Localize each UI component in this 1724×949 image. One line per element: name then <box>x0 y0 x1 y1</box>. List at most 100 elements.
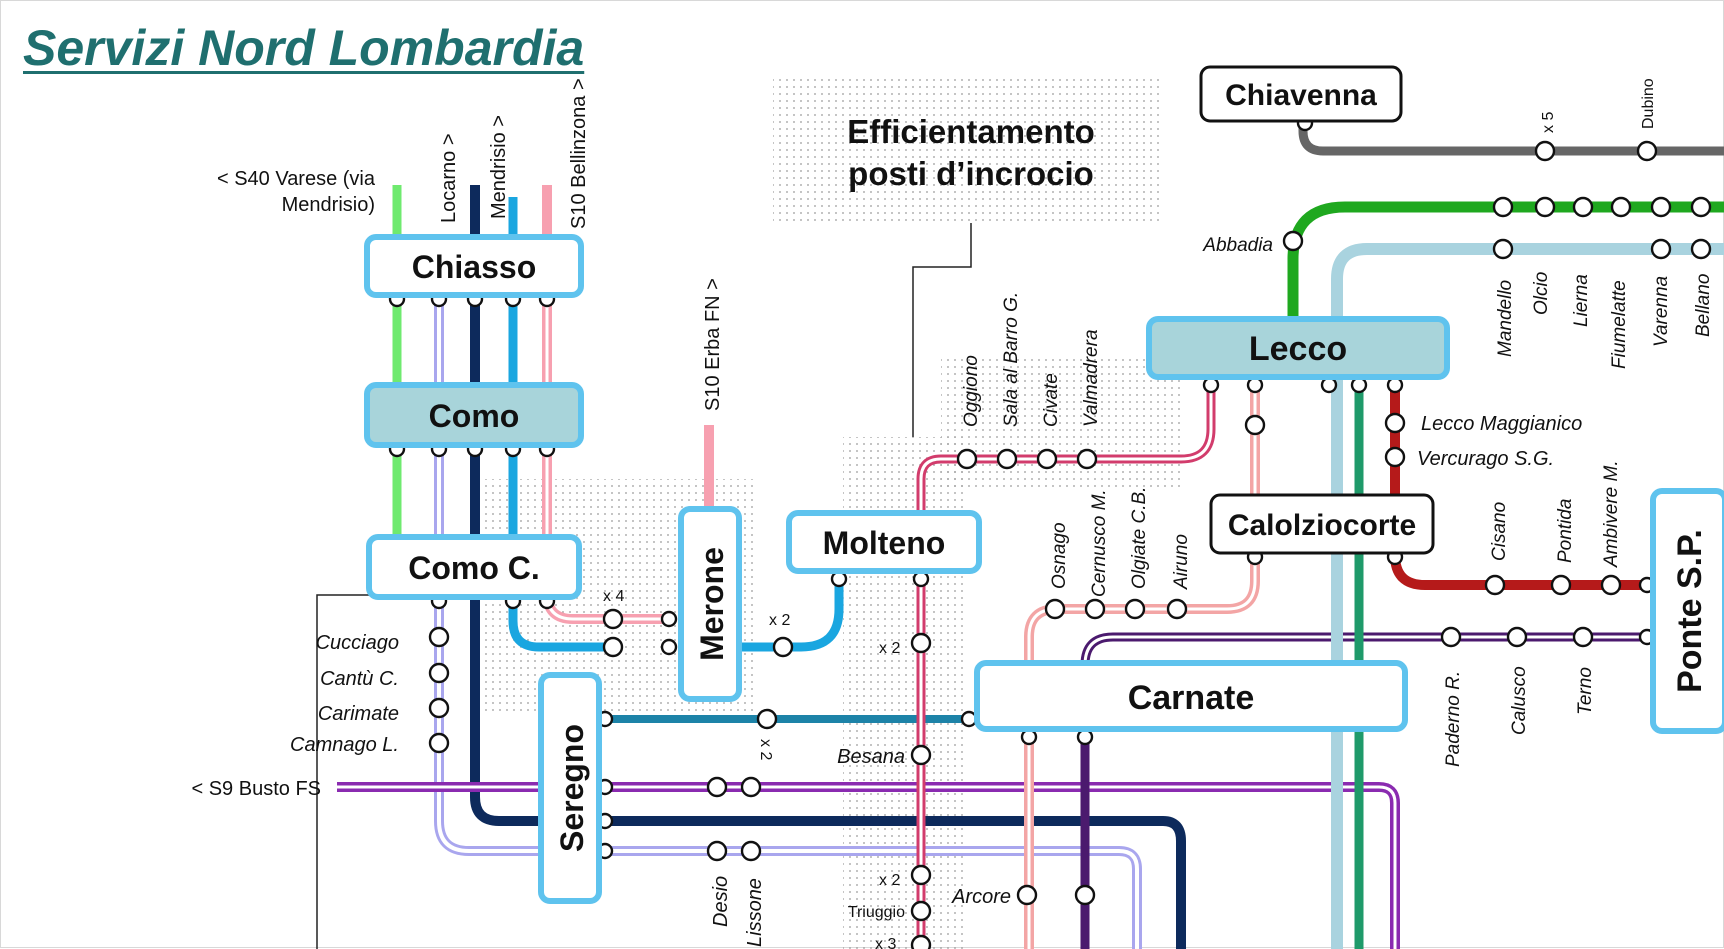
stop-abbadia <box>1282 230 1304 252</box>
label-x2-seregno: x 2 <box>757 739 774 760</box>
label-x2-merone: x 2 <box>769 612 790 629</box>
label-mandello: Mandello <box>1495 280 1516 357</box>
stop <box>772 636 794 658</box>
stop <box>1202 376 1220 394</box>
stop-mandello <box>1492 238 1514 260</box>
line-lecco-green <box>1287 201 1724 341</box>
stop-oggiono <box>956 448 978 470</box>
label-x5: x 5 <box>1540 112 1557 133</box>
label-sala: Sala al Barro G. <box>1001 292 1022 427</box>
hub-ponte-sp-label: Ponte S.P. <box>1671 529 1709 693</box>
label-s9-busto: < S9 Busto FS <box>191 778 321 800</box>
hub-chiasso-label: Chiasso <box>412 249 536 285</box>
stop-lecco-maggianico <box>1384 412 1406 434</box>
stop <box>1074 884 1096 906</box>
stop-airuno <box>1166 598 1188 620</box>
label-terno: Terno <box>1575 667 1596 715</box>
label-varenna: Varenna <box>1651 276 1672 347</box>
stop-dubino <box>1636 140 1658 162</box>
stop-cisano <box>1484 574 1506 596</box>
label-cantu: Cantù C. <box>320 668 399 690</box>
label-mendrisio: Mendrisio > <box>488 115 510 219</box>
stop-varenna <box>1650 238 1672 260</box>
label-s40-varese-1: < S40 Varese (via <box>217 168 376 190</box>
stop <box>740 776 762 798</box>
stop <box>1076 728 1094 746</box>
stop <box>1020 728 1038 746</box>
stop <box>602 636 624 658</box>
crossing-area-note <box>773 77 1159 223</box>
hub-carnate: Carnate <box>974 660 1408 732</box>
label-abbadia: Abbadia <box>1202 235 1273 256</box>
label-oggiono: Oggiono <box>961 355 982 427</box>
hub-molteno-label: Molteno <box>823 525 946 561</box>
label-locarno: Locarno > <box>438 133 460 223</box>
label-s10-erba: S10 Erba FN > <box>702 278 724 411</box>
hub-calolziocorte-label: Calolziocorte <box>1228 509 1416 542</box>
hub-chiavenna: Chiavenna <box>1199 65 1403 123</box>
label-x4: x 4 <box>603 588 624 605</box>
hub-merone-label: Merone <box>694 547 730 661</box>
label-dubino: Dubino <box>1640 78 1657 129</box>
stop <box>1244 414 1266 436</box>
line-sky <box>508 197 613 652</box>
stop <box>1386 376 1404 394</box>
station-labels: Cucciago Cantù C. Carimate Camnago L. Be… <box>290 78 1714 947</box>
stop-olgiate <box>1124 598 1146 620</box>
label-ambivere: Ambivere M. <box>1601 460 1622 568</box>
stop <box>1572 196 1594 218</box>
hub-lecco-label: Lecco <box>1249 330 1347 368</box>
stop <box>910 632 932 654</box>
stop <box>1350 376 1368 394</box>
stop-desio <box>706 840 728 862</box>
label-vercurago: Vercurago S.G. <box>1417 448 1554 470</box>
label-cisano: Cisano <box>1489 502 1510 561</box>
hub-como-c: Como C. <box>366 534 582 600</box>
label-x3: x 3 <box>875 936 896 949</box>
label-civate: Civate <box>1041 373 1062 427</box>
label-x2-triuggio: x 2 <box>879 872 900 889</box>
hub-calolziocorte: Calolziocorte <box>1209 493 1435 555</box>
stop <box>1534 196 1556 218</box>
stop-osnago <box>1044 598 1066 620</box>
stop-pontida <box>1550 574 1572 596</box>
stop <box>602 608 624 630</box>
label-x2-molteno: x 2 <box>879 640 900 657</box>
stop-lissone <box>740 840 762 862</box>
stop <box>756 708 778 730</box>
lines <box>337 119 1724 949</box>
line-light-blue <box>1331 243 1724 949</box>
line-molteno-lecco-core <box>919 385 1213 511</box>
label-camnago: Camnago L. <box>290 734 399 756</box>
stop <box>1320 376 1338 394</box>
stop <box>1534 140 1556 162</box>
label-pontida: Pontida <box>1555 499 1576 563</box>
hub-molteno: Molteno <box>786 510 982 574</box>
label-paderno: Paderno R. <box>1443 671 1464 767</box>
line-chiavenna <box>1298 119 1724 156</box>
stop <box>1690 196 1712 218</box>
stop-besana <box>910 744 932 766</box>
line-merone-molteno <box>741 579 844 652</box>
stop <box>1650 196 1672 218</box>
page-title: Servizi Nord Lombardia <box>23 20 585 76</box>
stop <box>912 570 930 588</box>
stop-cantu <box>428 662 450 684</box>
note-line-1: Efficientamento <box>847 113 1095 150</box>
label-lecco-maggianico: Lecco Maggianico <box>1421 413 1582 435</box>
stop-carimate <box>428 697 450 719</box>
hub-ponte-sp: Ponte S.P. <box>1650 488 1724 734</box>
label-calusco: Calusco <box>1509 666 1530 735</box>
stop <box>1246 376 1264 394</box>
stop-ambivere <box>1600 574 1622 596</box>
hub-chiavenna-label: Chiavenna <box>1225 79 1377 112</box>
stop-vercurago <box>1384 446 1406 468</box>
stop-calusco <box>1506 626 1528 648</box>
label-besana: Besana <box>837 746 905 768</box>
stop <box>830 570 848 588</box>
stop-bellano <box>1690 238 1712 260</box>
label-carimate: Carimate <box>318 703 399 725</box>
crossing-area-oggiono <box>941 357 1181 489</box>
